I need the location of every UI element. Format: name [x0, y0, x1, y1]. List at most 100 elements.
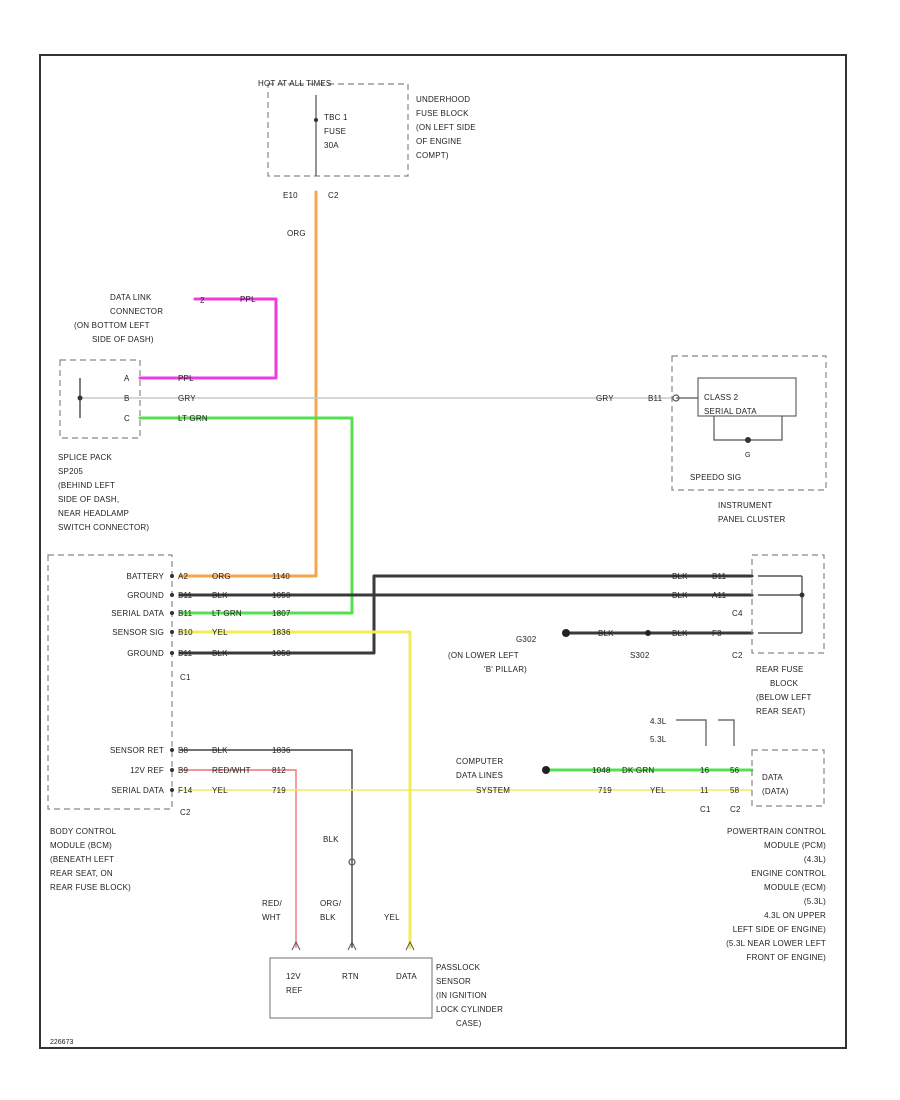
bcm-c2-pin-mark: [170, 748, 174, 752]
bcm-c1-row-name: SENSOR SIG: [112, 628, 164, 637]
pcm-label-line: (4.3L): [804, 855, 826, 864]
fuse-desc-2: FUSE BLOCK: [416, 109, 469, 118]
pcm-inner-1: DATA: [762, 773, 783, 782]
rear-row1-wire: BLK: [672, 572, 688, 581]
fuse-desc-5: COMPT): [416, 151, 449, 160]
bcm-c1-row-wire: LT GRN: [212, 609, 242, 618]
pcm-row2-pin1: 11: [700, 786, 709, 795]
pcm-label-line: MODULE (PCM): [764, 841, 826, 850]
passlock-term-rtn: RTN: [342, 972, 359, 981]
wire-lt-grn: [138, 416, 354, 615]
pcm-row1-pin1: 16: [700, 766, 710, 775]
dlc-label-4: SIDE OF DASH): [92, 335, 154, 344]
bcm-c1-row-wire: BLK: [212, 591, 228, 600]
bcm-c1-row-pin: B10: [178, 628, 193, 637]
ground-g302: BLK BLK G302 (ON LOWER LEFT 'B' PILLAR) …: [448, 629, 688, 674]
wire-ppl: [138, 297, 278, 380]
wire-blk-ground-2: [178, 574, 754, 655]
bcm-c2-row-pin: B9: [178, 766, 189, 775]
pcm-label-line: MODULE (ECM): [764, 883, 826, 892]
pcm-inner-2: (DATA): [762, 787, 789, 796]
label-splice-gry: GRY: [178, 394, 196, 403]
pcm-label-line: LEFT SIDE OF ENGINE): [733, 925, 826, 934]
ipc-speedo: SPEEDO SIG: [690, 473, 741, 482]
rear-row2-pin: A11: [712, 591, 727, 600]
splice-pin-a: A: [124, 374, 130, 383]
dlc-label-3: (ON BOTTOM LEFT: [74, 321, 150, 330]
instrument-panel-cluster: CLASS 2 SERIAL DATA G SPEEDO SIG B11 GRY…: [596, 355, 827, 524]
bcm-c1-row-name: GROUND: [127, 591, 164, 600]
pcm-label-line: (5.3L): [804, 897, 826, 906]
ipc-inner-1: CLASS 2: [704, 393, 739, 402]
bcm-c1-pin-mark: [170, 630, 174, 634]
pcm-label-line: (5.3L NEAR LOWER LEFT: [726, 939, 826, 948]
splice-label-6: SWITCH CONNECTOR): [58, 523, 149, 532]
passlock-term-data: DATA: [396, 972, 417, 981]
bcm-c1-row-cct: 1807: [272, 609, 291, 618]
label-yel-vert: YEL: [384, 913, 400, 922]
bcm-c1-pin-mark: [170, 593, 174, 597]
pcm-label-line: POWERTRAIN CONTROL: [727, 827, 826, 836]
label-s302-blk: BLK: [598, 629, 614, 638]
bcm-label-4: REAR SEAT, ON: [50, 869, 113, 878]
bcm-label-3: (BENEATH LEFT: [50, 855, 114, 864]
pcm-row2-cct: 719: [598, 786, 612, 795]
pcm-c1: C1: [700, 805, 711, 814]
bcm-c2-row-name: SERIAL DATA: [111, 786, 164, 795]
label-red-wht-2: WHT: [262, 913, 281, 922]
bcm-c2-row-wire: YEL: [212, 786, 228, 795]
bcm-c1-row-pin: B11: [178, 649, 193, 658]
rear-c2: C2: [732, 651, 743, 660]
g302-label-3: 'B' PILLAR): [484, 665, 527, 674]
rear-label-1: REAR FUSE: [756, 665, 804, 674]
passlock-label-2: SENSOR: [436, 977, 471, 986]
bcm-c1-row-wire: BLK: [212, 649, 228, 658]
rear-label-2: BLOCK: [770, 679, 799, 688]
pcm-system: SYSTEM: [476, 786, 510, 795]
bcm-c1-row-wire: YEL: [212, 628, 228, 637]
bcm-c1-row-pin: B11: [178, 609, 193, 618]
fuse-header: HOT AT ALL TIMES: [258, 79, 331, 88]
dlc-label-2: CONNECTOR: [110, 307, 163, 316]
rear-label-4: REAR SEAT): [756, 707, 806, 716]
passlock-term-12v-2: REF: [286, 986, 303, 995]
bcm-c2: C2: [180, 808, 191, 817]
fuse-line-1: TBC 1: [324, 113, 348, 122]
pcm-row1-wire: DK GRN: [622, 766, 654, 775]
bcm-c1-pin-mark: [170, 651, 174, 655]
passlock-label-5: CASE): [456, 1019, 482, 1028]
fuse-desc-1: UNDERHOOD: [416, 95, 470, 104]
fuse-pin-left: E10: [283, 191, 298, 200]
data-link-connector: DATA LINK CONNECTOR (ON BOTTOM LEFT SIDE…: [74, 293, 256, 344]
pcm-row1-cct: 1048: [592, 766, 611, 775]
bcm-c1-row-pin: A2: [178, 572, 189, 581]
ipc-label-1: INSTRUMENT: [718, 501, 772, 510]
wire-red-wht: [180, 769, 297, 948]
label-org: ORG: [287, 229, 306, 238]
passlock-term-12v-1: 12V: [286, 972, 301, 981]
bcm-c1-row-cct: 1050: [272, 649, 291, 658]
dlc-pin: 2: [200, 296, 205, 305]
bcm-label-2: MODULE (BCM): [50, 841, 112, 850]
fuse-line-3: 30A: [324, 141, 339, 150]
label-org-blk-2: BLK: [320, 913, 336, 922]
bcm-label-5: REAR FUSE BLOCK): [50, 883, 131, 892]
underhood-fuse-block: HOT AT ALL TIMES TBC 1 FUSE 30A UNDERHOO…: [258, 79, 476, 238]
label-splice-ppl: PPL: [178, 374, 194, 383]
bcm-c1: C1: [180, 673, 191, 682]
bcm-c2-pin-mark: [170, 768, 174, 772]
g302-label-1: G302: [516, 635, 537, 644]
pcm-row1-pin2: 56: [730, 766, 740, 775]
passlock-sensor: 12V REF RTN DATA PASSLOCK SENSOR (IN IGN…: [269, 940, 503, 1028]
bcm-c1-row-cct: 1050: [272, 591, 291, 600]
label-blk-vert: BLK: [323, 835, 339, 844]
pcm-c2: C2: [730, 805, 741, 814]
splice-pack: A B C PPL GRY LT GRN SPLICE PACK SP205 (…: [58, 359, 208, 532]
pcm-engine-b: 5.3L: [650, 735, 667, 744]
label-org-blk-1: ORG/: [320, 899, 342, 908]
rear-label-3: (BELOW LEFT: [756, 693, 812, 702]
fuse-pin-right: C2: [328, 191, 339, 200]
